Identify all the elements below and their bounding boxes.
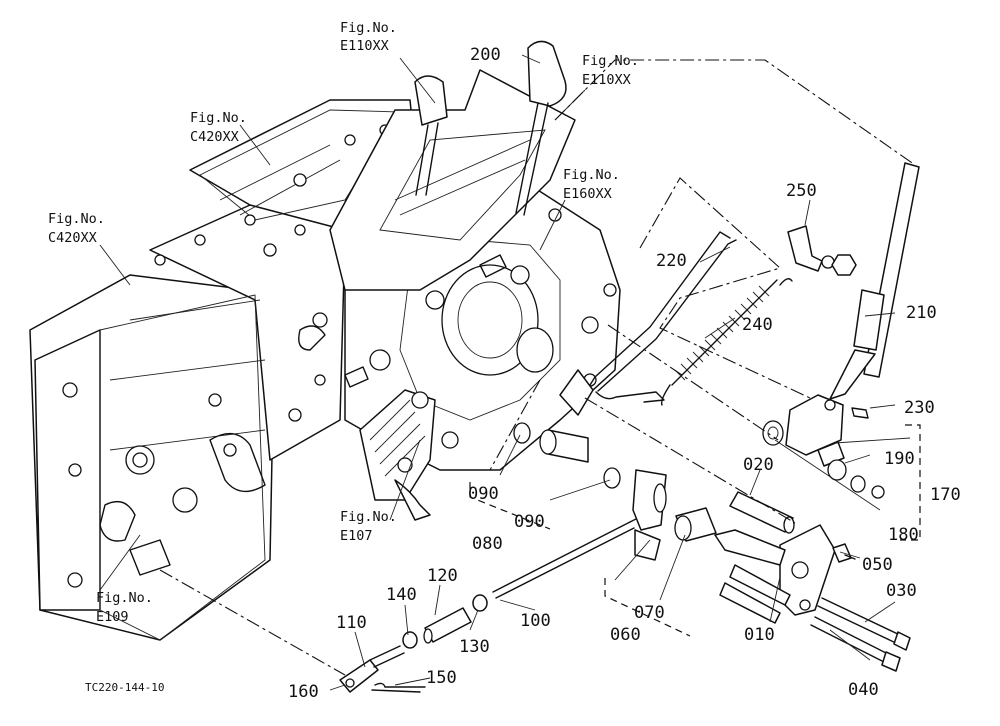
label-120: 120 [427,566,458,586]
lever-guide-box [329,40,576,291]
figref-bottom-center-line2: E107 [340,528,373,544]
leader-lines [99,54,921,691]
shaft-020 [729,491,795,534]
label-090-a: 090 [468,484,499,504]
bush-070 [674,507,717,542]
figref-top-right-line2: E110XX [582,72,631,88]
label-070: 070 [634,603,665,623]
label-250: 250 [786,181,817,201]
label-110: 110 [336,613,367,633]
figref-mid-left-line1: Fig.No. [190,110,247,126]
label-180: 180 [888,525,919,545]
label-140: 140 [386,585,417,605]
figref-center-line1: Fig.No. [563,167,620,183]
label-010: 010 [744,625,775,645]
figref-far-left-line2: C420XX [48,230,97,246]
label-190: 190 [884,449,915,469]
fork-060 [632,469,667,561]
label-200: 200 [470,45,501,65]
label-230: 230 [904,398,935,418]
figref-bottom-left-line2: E109 [96,609,129,625]
label-130: 130 [459,637,490,657]
part-labels: 200 250 220 240 210 230 190 170 020 180 … [288,45,961,702]
diagram-code: TC220-144-10 [85,681,164,694]
label-090-b: 090 [514,512,545,532]
figref-center-line2: E160XX [563,186,612,202]
figref-top-right-line1: Fig.No. [582,53,639,69]
pin-150-160 [371,682,426,693]
label-100: 100 [520,611,551,631]
label-150: 150 [426,668,457,688]
bush-080 [513,369,594,463]
label-040: 040 [848,680,879,700]
label-210: 210 [906,303,937,323]
label-080: 080 [472,534,503,554]
label-030: 030 [886,581,917,601]
figref-far-left-line1: Fig.No. [48,211,105,227]
label-170: 170 [930,485,961,505]
nut-130 [472,594,488,612]
bolt-030 [817,597,911,651]
pivot-group-170 [762,407,885,499]
part-120-turnbuckle [423,607,472,644]
lever-210 [785,162,920,456]
label-020: 020 [743,455,774,475]
arm-010 [714,524,836,624]
label-160: 160 [288,682,319,702]
figure-references: Fig.No. E110XX Fig.No. E110XX Fig.No. C4… [48,20,639,625]
bracket-250 [787,225,857,276]
bolt-040 [810,616,901,672]
label-060: 060 [610,625,641,645]
nut-140 [402,631,418,649]
spring-240 [660,278,793,406]
label-050: 050 [862,555,893,575]
lever-stack-e107 [359,389,436,521]
collar-090 [603,467,621,489]
rod-220 [589,231,737,403]
figref-top-left-line2: E110XX [340,38,389,54]
label-220: 220 [656,251,687,271]
figref-top-left-line1: Fig.No. [340,20,397,36]
transmission-housing [29,99,416,641]
clevis-110 [339,645,405,693]
figref-bottom-center-line1: Fig.No. [340,509,397,525]
figref-mid-left-line2: C420XX [190,129,239,145]
figref-bottom-left-line1: Fig.No. [96,590,153,606]
label-240: 240 [742,315,773,335]
